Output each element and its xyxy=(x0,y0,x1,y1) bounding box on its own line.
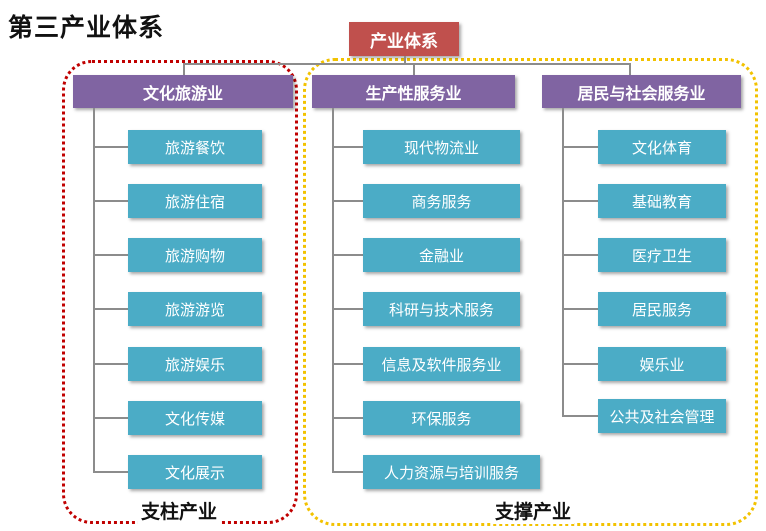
column-header-producer-services: 生产性服务业 xyxy=(312,75,515,108)
item-finance: 金融业 xyxy=(363,238,520,272)
column-2-connector xyxy=(413,63,415,75)
item-tourism-shopping: 旅游购物 xyxy=(128,238,262,272)
branch xyxy=(332,254,363,256)
branch xyxy=(562,308,598,310)
item-culture-sports: 文化体育 xyxy=(598,130,726,164)
branch xyxy=(562,415,598,417)
column-header-resident-social-services: 居民与社会服务业 xyxy=(542,75,741,108)
item-tourism-lodging: 旅游住宿 xyxy=(128,184,262,218)
pillar-industry-label: 支柱产业 xyxy=(138,497,221,524)
branch xyxy=(562,254,598,256)
item-public-social-management: 公共及社会管理 xyxy=(598,399,726,433)
branch xyxy=(332,471,363,473)
item-information-software: 信息及软件服务业 xyxy=(363,347,520,381)
branch xyxy=(562,363,598,365)
column-header-cultural-tourism: 文化旅游业 xyxy=(73,75,293,108)
top-horizontal-connector xyxy=(183,63,630,65)
page-title: 第三产业体系 xyxy=(8,13,165,42)
item-tourism-entertainment: 旅游娱乐 xyxy=(128,347,262,381)
item-business-services: 商务服务 xyxy=(363,184,520,218)
branch xyxy=(562,146,598,148)
branch xyxy=(332,308,363,310)
item-tourism-sightseeing: 旅游游览 xyxy=(128,292,262,326)
column-2-spine xyxy=(332,108,334,472)
root-node: 产业体系 xyxy=(349,22,459,56)
branch xyxy=(93,200,128,202)
root-connector xyxy=(404,56,406,64)
item-cultural-media: 文化传媒 xyxy=(128,401,262,435)
item-cultural-exhibition: 文化展示 xyxy=(128,455,262,489)
branch xyxy=(332,363,363,365)
item-entertainment-industry: 娱乐业 xyxy=(598,347,726,381)
item-modern-logistics: 现代物流业 xyxy=(363,130,520,164)
branch xyxy=(332,417,363,419)
column-3-connector xyxy=(629,63,631,75)
column-1-connector xyxy=(183,63,185,75)
column-1-spine xyxy=(93,108,95,472)
item-resident-services: 居民服务 xyxy=(598,292,726,326)
branch xyxy=(93,146,128,148)
item-research-technology: 科研与技术服务 xyxy=(363,292,520,326)
branch xyxy=(93,471,128,473)
item-environmental-services: 环保服务 xyxy=(363,401,520,435)
branch xyxy=(93,254,128,256)
item-tourism-dining: 旅游餐饮 xyxy=(128,130,262,164)
item-basic-education: 基础教育 xyxy=(598,184,726,218)
branch xyxy=(562,200,598,202)
support-industry-region xyxy=(303,58,758,526)
branch xyxy=(93,308,128,310)
branch xyxy=(332,146,363,148)
item-hr-training: 人力资源与培训服务 xyxy=(363,455,540,489)
item-healthcare: 医疗卫生 xyxy=(598,238,726,272)
column-3-spine xyxy=(562,108,564,417)
branch xyxy=(332,200,363,202)
branch xyxy=(93,417,128,419)
support-industry-label: 支撑产业 xyxy=(492,497,575,524)
branch xyxy=(93,363,128,365)
